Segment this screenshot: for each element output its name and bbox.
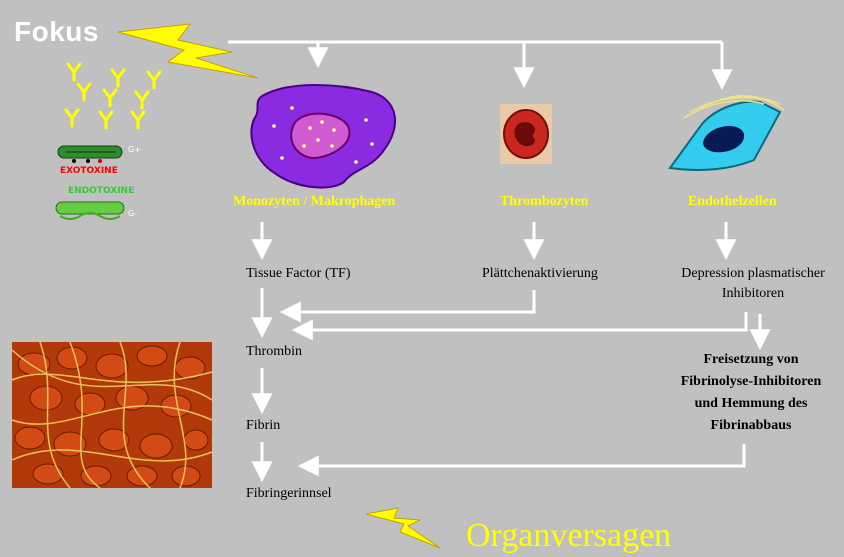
tissue-factor-label: Tissue Factor (TF) <box>246 266 351 282</box>
antibody-icons <box>66 64 160 128</box>
focus-distribution-arrows <box>228 42 722 86</box>
endothelium-label: Endothelzellen <box>688 194 777 210</box>
slide-title: Fokus <box>14 16 99 48</box>
platelet-icon <box>500 104 552 164</box>
svg-text:G-: G- <box>128 209 137 218</box>
release-label-line4: Fibrinabbaus <box>658 418 844 434</box>
platelets-label: Thrombozyten <box>500 194 588 210</box>
lightning-bolt-icon <box>118 24 258 78</box>
release-label-line1: Freisetzung von <box>658 352 844 368</box>
flow-arrows <box>262 222 760 478</box>
release-label-line2: Fibrinolyse-Inhibitoren <box>658 374 844 390</box>
organ-failure-label: Organversagen <box>466 517 671 555</box>
bacteria-icon: G+ G- <box>56 145 141 219</box>
depression-label-line1: Depression plasmatischer <box>662 266 844 282</box>
release-label-line3: und Hemmung des <box>658 396 844 412</box>
blood-clot-photo <box>12 342 212 488</box>
endotoxin-label: ENDOTOXINE <box>68 186 134 196</box>
platelet-activation-label: Plättchenaktivierung <box>482 266 598 282</box>
endothelial-cell-icon <box>670 96 784 170</box>
macrophage-icon <box>251 85 395 188</box>
fibrin-label: Fibrin <box>246 418 280 434</box>
exotoxin-label: EXOTOXINE <box>60 166 118 176</box>
lightning-bolt-bottom-icon <box>366 508 440 548</box>
svg-text:G+: G+ <box>128 145 141 154</box>
fibrin-clot-label: Fibringerinnsel <box>246 486 332 502</box>
monocytes-label: Monozyten / Makrophagen <box>233 194 395 210</box>
thrombin-label: Thrombin <box>246 344 302 360</box>
depression-label-line2: Inhibitoren <box>662 286 844 302</box>
